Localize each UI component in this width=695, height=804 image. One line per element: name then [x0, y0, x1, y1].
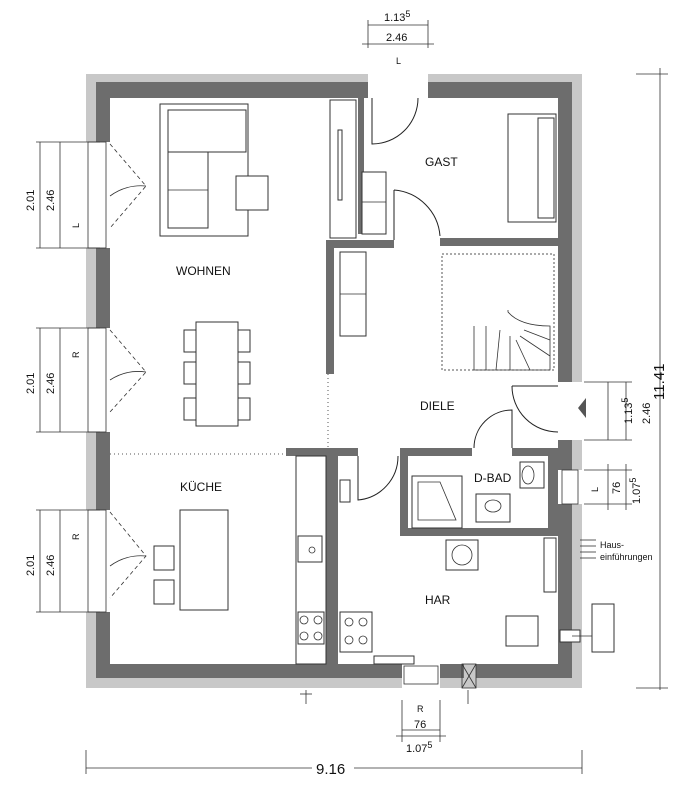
dimension-labels: 1.135 2.46 L 2.01 2.46 L 2.01 2.46 R 2.0…: [25, 9, 668, 778]
room-label-dbad: D-BAD: [474, 471, 512, 485]
dim-total-width: 9.16: [316, 761, 345, 778]
furniture: [153, 99, 615, 665]
dim-right-win-marker: L: [590, 487, 600, 492]
annotation-hauseinfuehrungen-2: einführungen: [600, 552, 653, 562]
dim-top-opening-1: 1.135: [384, 9, 410, 24]
dim-left-w3-marker: R: [71, 533, 81, 540]
room-boundaries: [110, 374, 329, 455]
dim-left-w2-a: 2.01: [25, 373, 37, 394]
room-label-diele: DIELE: [420, 399, 455, 413]
room-labels: WOHNEN GAST DIELE KÜCHE D-BAD HAR: [176, 155, 512, 607]
interior-walls: [286, 98, 558, 664]
room-label-gast: GAST: [425, 155, 458, 169]
dim-right-win-b: 1.075: [628, 478, 643, 504]
dim-left-w1-b: 2.46: [45, 190, 57, 211]
dim-bottom-marker: R: [417, 704, 424, 714]
dim-right-door-b: 2.46: [641, 403, 653, 424]
dim-top-marker: L: [396, 56, 401, 66]
dim-left-w1-marker: L: [71, 223, 81, 228]
dim-bottom-win-b: 1.075: [406, 740, 432, 755]
dim-left-w2-b: 2.46: [45, 373, 57, 394]
dim-left-w1-a: 2.01: [25, 190, 37, 211]
room-label-har: HAR: [425, 593, 451, 607]
dim-left-w2-marker: R: [71, 351, 81, 358]
dim-left-w3-b: 2.46: [45, 555, 57, 576]
dim-left-w3-a: 2.01: [25, 555, 37, 576]
dim-total-height: 11.41: [651, 364, 668, 400]
dim-bottom-win-a: 76: [414, 719, 426, 731]
annotation-hauseinfuehrungen-1: Haus-: [600, 540, 624, 550]
doors: [109, 97, 559, 599]
annotations: Haus- einführungen: [600, 540, 653, 562]
dim-top-opening-2: 2.46: [386, 32, 407, 44]
dimension-lines: [36, 20, 668, 774]
room-label-kueche: KÜCHE: [180, 480, 222, 494]
room-label-wohnen: WOHNEN: [176, 264, 231, 278]
dim-right-win-a: 76: [611, 482, 623, 494]
dim-right-door-a: 1.135: [620, 398, 635, 424]
